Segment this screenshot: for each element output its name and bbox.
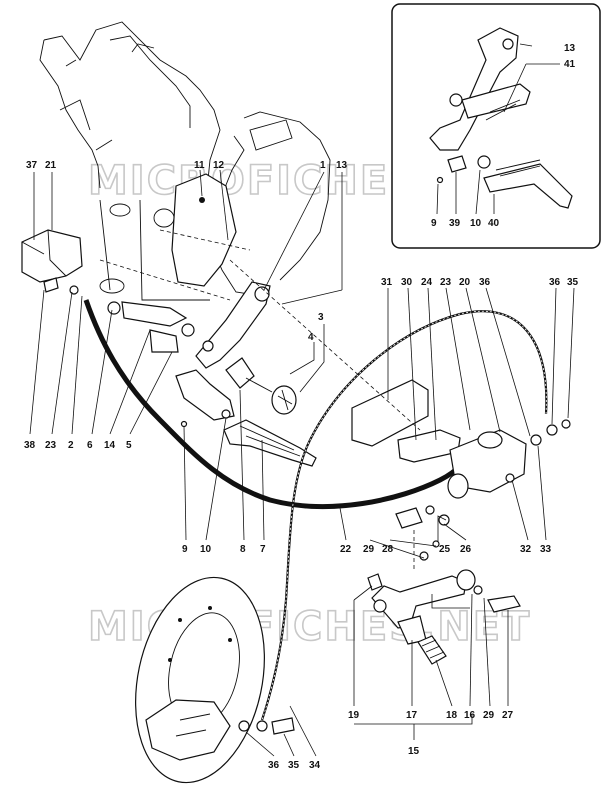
callout-20: 20 xyxy=(459,277,471,288)
callout-11: 11 xyxy=(194,160,205,171)
callout-32: 32 xyxy=(520,544,532,555)
brake-lever-assembly xyxy=(107,281,317,467)
callout-31: 31 xyxy=(381,277,393,288)
master-cylinder-part xyxy=(395,419,571,561)
callout-12: 12 xyxy=(213,160,225,171)
callout-19: 19 xyxy=(348,710,360,721)
callout-13: 13 xyxy=(336,160,348,171)
callout-34: 34 xyxy=(309,760,321,771)
callout-10: 10 xyxy=(200,544,212,555)
brake-disc-part xyxy=(135,576,295,784)
callout-33: 33 xyxy=(540,544,552,555)
reservoir-bracket-part xyxy=(351,379,429,447)
callout-28: 28 xyxy=(382,544,394,555)
callout-29-lower: 29 xyxy=(483,710,495,721)
inset-callout-13: 13 xyxy=(564,43,576,54)
callout-23-left: 23 xyxy=(45,440,57,451)
callout-35-right: 35 xyxy=(567,277,579,288)
inset-detail-box: 13 41 9 39 10 40 xyxy=(391,3,601,249)
callout-18: 18 xyxy=(446,710,458,721)
inset-callout-10: 10 xyxy=(470,218,482,229)
callout-7: 7 xyxy=(260,544,266,555)
callout-1: 1 xyxy=(320,160,326,171)
guard-cover-part xyxy=(21,229,83,295)
callout-2: 2 xyxy=(68,440,74,451)
callout-5: 5 xyxy=(126,440,132,451)
inset-callout-39: 39 xyxy=(449,218,461,229)
callout-16: 16 xyxy=(464,710,476,721)
frame-outline xyxy=(39,21,331,301)
callout-29: 29 xyxy=(363,544,375,555)
callout-26: 26 xyxy=(460,544,472,555)
callout-9: 9 xyxy=(182,544,188,555)
leader-lines xyxy=(29,169,575,757)
callout-30: 30 xyxy=(401,277,413,288)
callout-labels: 37 21 11 12 1 13 3 4 31 30 24 23 20 36 3… xyxy=(24,160,579,771)
callout-21: 21 xyxy=(45,160,57,171)
callout-8: 8 xyxy=(240,544,246,555)
callout-6: 6 xyxy=(87,440,93,451)
callout-36: 36 xyxy=(479,277,491,288)
callout-22: 22 xyxy=(340,544,352,555)
brake-hose-22 xyxy=(83,299,473,510)
callout-15: 15 xyxy=(408,746,420,757)
callout-36-right: 36 xyxy=(549,277,561,288)
inset-callout-41: 41 xyxy=(564,59,576,70)
inset-callout-9: 9 xyxy=(431,218,437,229)
callout-25: 25 xyxy=(439,544,451,555)
callout-23: 23 xyxy=(440,277,452,288)
callout-17: 17 xyxy=(406,710,418,721)
callout-4: 4 xyxy=(308,332,314,343)
callout-35-bottom: 35 xyxy=(288,760,300,771)
heat-shield-part xyxy=(171,173,237,287)
callout-27: 27 xyxy=(502,710,514,721)
callout-38: 38 xyxy=(24,440,36,451)
pedal-linkage-part xyxy=(367,569,521,665)
inset-callout-40: 40 xyxy=(488,218,500,229)
callout-36-bottom: 36 xyxy=(268,760,280,771)
callout-37: 37 xyxy=(26,160,38,171)
callout-3: 3 xyxy=(318,312,324,323)
callout-14: 14 xyxy=(104,440,116,451)
callout-24: 24 xyxy=(421,277,433,288)
